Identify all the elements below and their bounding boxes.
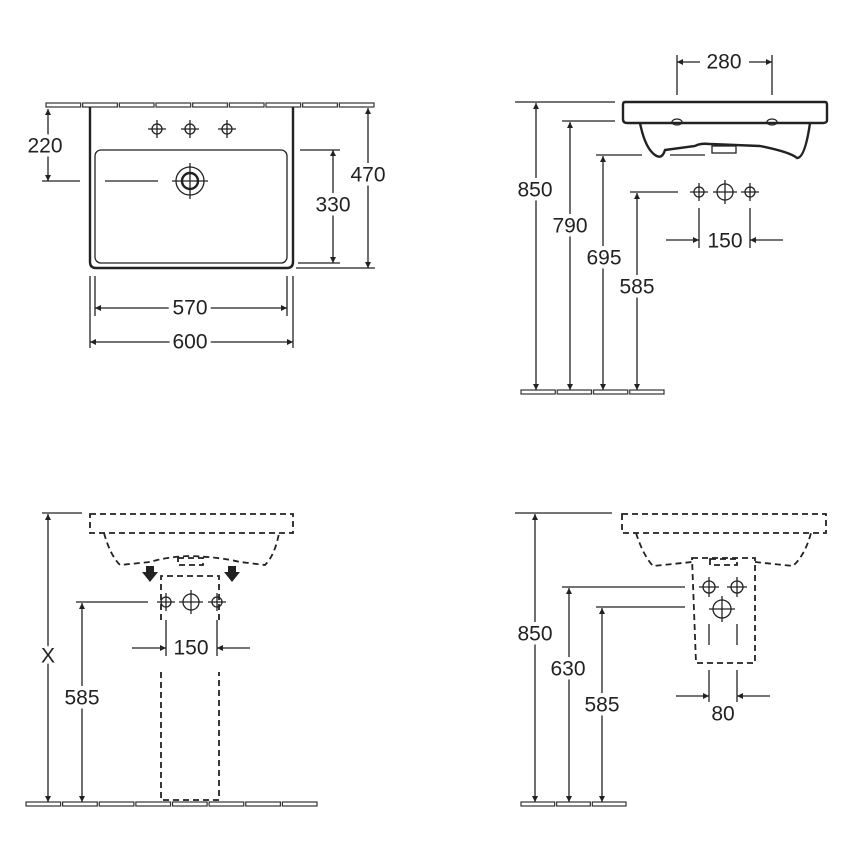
- bowl-outline: [94, 149, 288, 264]
- tile: [62, 801, 98, 807]
- side-elevation-view: 280 850 790 695 585 150: [513, 47, 829, 395]
- dim-x: X: [41, 645, 55, 668]
- tile: [192, 102, 228, 108]
- tile: [520, 389, 556, 395]
- dim-570: 570: [172, 297, 207, 320]
- dim-330: 330: [315, 194, 350, 217]
- dim-585: 585: [64, 687, 99, 710]
- arrow-down-icon: [142, 566, 158, 582]
- dim-150: 150: [173, 637, 208, 660]
- dim-695: 695: [586, 247, 621, 270]
- dim-630: 630: [550, 658, 585, 681]
- dim-585: 585: [619, 276, 654, 299]
- basin-outline: [88, 107, 295, 270]
- bowl-profile: [638, 122, 812, 160]
- supply-and-waste-points: [157, 590, 226, 614]
- tile: [155, 102, 192, 108]
- dim-850: 850: [517, 623, 552, 646]
- basin-dashed: [89, 513, 294, 534]
- dim-600: 600: [172, 331, 207, 354]
- tile: [135, 801, 172, 807]
- floor-tiles: [520, 389, 665, 395]
- dim-80: 80: [711, 703, 734, 726]
- floor-tiles: [25, 801, 318, 807]
- tile: [520, 801, 556, 807]
- tile: [281, 801, 318, 807]
- tap-holes: [148, 120, 236, 138]
- tile: [302, 102, 338, 108]
- supply-and-waste-points: [699, 577, 747, 622]
- dim-280: 280: [706, 51, 741, 74]
- dim-850: 850: [517, 179, 552, 202]
- basin-profile: [621, 100, 829, 125]
- top-plan-view: 220 330 470 570 600: [23, 102, 390, 358]
- wall-tiles: [45, 102, 375, 108]
- pedestal-elevation-view: X 585 150: [25, 512, 318, 807]
- tile: [338, 102, 375, 108]
- tile: [629, 389, 665, 395]
- siphon-cover-dashed: [691, 557, 756, 664]
- dim-150: 150: [707, 230, 742, 253]
- siphon-cover-elevation-view: 850 630 585 80: [513, 512, 827, 807]
- supply-and-waste-points: [690, 180, 759, 204]
- tile: [228, 102, 265, 108]
- tile: [591, 801, 627, 807]
- tile: [245, 801, 281, 807]
- dim-790: 790: [552, 215, 587, 238]
- tile: [556, 801, 591, 807]
- tile: [45, 102, 82, 108]
- tile: [592, 389, 629, 395]
- tile: [171, 801, 208, 807]
- tile: [265, 102, 302, 108]
- tile: [25, 801, 62, 807]
- tile: [118, 102, 155, 108]
- tile: [98, 801, 135, 807]
- drain: [172, 163, 208, 199]
- tile: [208, 801, 245, 807]
- tile: [82, 102, 118, 108]
- tile: [556, 389, 593, 395]
- dim-585: 585: [584, 694, 619, 717]
- floor-tiles: [520, 801, 627, 807]
- dim-220: 220: [27, 135, 62, 158]
- basin-dashed: [621, 513, 827, 534]
- dim-470: 470: [350, 164, 385, 187]
- arrow-down-icon: [224, 566, 240, 582]
